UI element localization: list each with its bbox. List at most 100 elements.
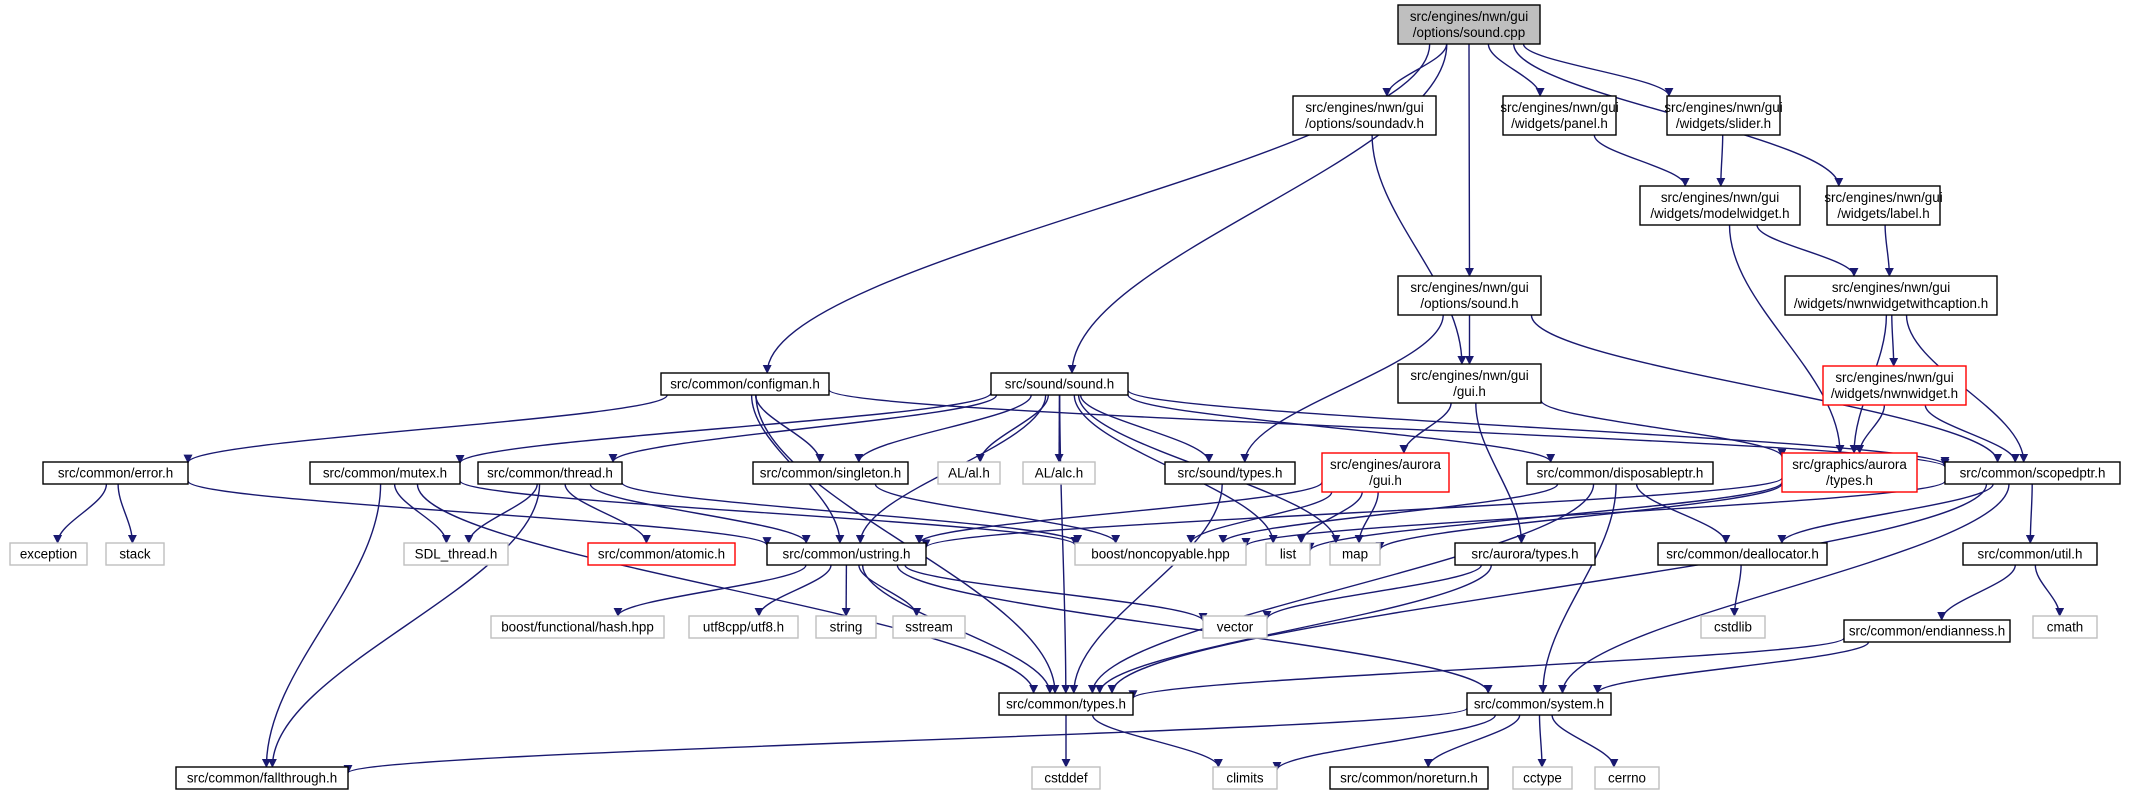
node-cmath[interactable]: cmath xyxy=(2032,615,2098,639)
node-dealloc[interactable]: src/common/deallocator.h xyxy=(1657,542,1828,566)
node-nwngui[interactable]: src/engines/nwn/gui/gui.h xyxy=(1397,363,1542,404)
node-label: climits xyxy=(1226,771,1263,786)
edge-atypes-to-ctypes xyxy=(1095,564,1492,694)
node-disposable[interactable]: src/common/disposableptr.h xyxy=(1526,461,1714,485)
node-box xyxy=(1031,766,1101,790)
edge-system-to-noreturn xyxy=(1423,714,1521,768)
node-utf8[interactable]: utf8cpp/utf8.h xyxy=(688,615,799,639)
node-nwnwidget[interactable]: src/engines/nwn/gui/widgets/nwnwidget.h xyxy=(1822,365,1967,406)
edge-auroragui-to-list xyxy=(1296,491,1363,544)
node-root[interactable]: src/engines/nwn/gui/options/sound.cpp xyxy=(1397,4,1541,45)
node-configman[interactable]: src/common/configman.h xyxy=(660,372,830,396)
edge-mutex-to-noncopy xyxy=(459,480,1080,546)
edge-root-to-soundh xyxy=(1067,43,1448,374)
node-fallthrough[interactable]: src/common/fallthrough.h xyxy=(175,766,349,790)
node-label: src/common/util.h xyxy=(1978,547,2083,562)
edge-modelwidget-to-gtypes xyxy=(1728,224,1845,454)
node-label: src/engines/nwn/gui xyxy=(1410,280,1528,295)
node-label: string xyxy=(830,620,863,635)
node-noncopy[interactable]: boost/noncopyable.hpp xyxy=(1074,542,1247,566)
node-soundh[interactable]: src/sound/sound.h xyxy=(990,372,1129,396)
node-label: src/common/singleton.h xyxy=(760,466,901,481)
node-auroragui[interactable]: src/engines/aurora/gui.h xyxy=(1321,452,1450,493)
node-label[interactable]: src/engines/nwn/gui/widgets/label.h xyxy=(1824,185,1943,226)
node-map[interactable]: map xyxy=(1329,542,1381,566)
node-ctypes[interactable]: src/common/types.h xyxy=(998,692,1134,716)
node-singleton[interactable]: src/common/singleton.h xyxy=(752,461,909,485)
node-mutex[interactable]: src/common/mutex.h xyxy=(309,461,461,485)
node-sstream[interactable]: sstream xyxy=(892,615,966,639)
node-box xyxy=(990,372,1129,396)
node-cstddef[interactable]: cstddef xyxy=(1031,766,1101,790)
node-stack[interactable]: stack xyxy=(105,542,165,566)
node-string[interactable]: string xyxy=(815,615,877,639)
node-box xyxy=(1666,95,1781,136)
node-label: cstddef xyxy=(1044,771,1087,786)
node-box xyxy=(1594,766,1660,790)
node-system[interactable]: src/common/system.h xyxy=(1466,692,1612,716)
node-label: cstdlib xyxy=(1714,620,1752,635)
edge-nwngui-to-atypes xyxy=(1475,402,1526,544)
node-atomic[interactable]: src/common/atomic.h xyxy=(587,542,736,566)
node-stypes[interactable]: src/sound/types.h xyxy=(1164,461,1296,485)
node-util[interactable]: src/common/util.h xyxy=(1962,542,2098,566)
node-cerrno[interactable]: cerrno xyxy=(1594,766,1660,790)
node-slider[interactable]: src/engines/nwn/gui/widgets/slider.h xyxy=(1664,95,1783,136)
edge-endian-to-system xyxy=(1593,641,1870,694)
node-ustring[interactable]: src/common/ustring.h xyxy=(766,542,927,566)
node-label: /widgets/nwnwidget.h xyxy=(1831,386,1958,401)
node-label: src/common/configman.h xyxy=(670,377,820,392)
edge-system-to-cerrno xyxy=(1551,714,1619,768)
node-label: src/aurora/types.h xyxy=(1471,547,1578,562)
node-optsound[interactable]: src/engines/nwn/gui/options/sound.h xyxy=(1397,275,1542,316)
node-alc[interactable]: AL/alc.h xyxy=(1022,461,1096,485)
node-box xyxy=(1397,275,1542,316)
node-hash[interactable]: boost/functional/hash.hpp xyxy=(490,615,665,639)
edge-label-to-nwnwwc xyxy=(1884,224,1894,277)
node-noreturn[interactable]: src/common/noreturn.h xyxy=(1329,766,1489,790)
node-al[interactable]: AL/al.h xyxy=(937,461,1001,485)
node-box xyxy=(1962,542,2098,566)
node-box xyxy=(105,542,165,566)
node-cstdlib[interactable]: cstdlib xyxy=(1700,615,1766,639)
edge-optsound-to-stypes xyxy=(1240,314,1444,463)
edge-gtypes-to-map xyxy=(1375,482,1783,551)
node-scopedptr[interactable]: src/common/scopedptr.h xyxy=(1944,461,2121,485)
node-nwnwwc[interactable]: src/engines/nwn/gui/widgets/nwnwidgetwit… xyxy=(1784,275,1998,316)
edge-thread-to-noncopy xyxy=(621,481,1082,544)
node-box xyxy=(815,615,877,639)
node-label: src/common/system.h xyxy=(1474,697,1604,712)
node-error[interactable]: src/common/error.h xyxy=(42,461,189,485)
edge-disposable-to-dealloc xyxy=(1635,483,1731,544)
edge-nwnwwc-to-nwnwidget xyxy=(1889,314,1899,367)
node-gtypes[interactable]: src/graphics/aurora/types.h xyxy=(1781,452,1918,493)
node-soundadv[interactable]: src/engines/nwn/gui/options/soundadv.h xyxy=(1292,95,1437,136)
node-cctype[interactable]: cctype xyxy=(1512,766,1573,790)
node-climits[interactable]: climits xyxy=(1212,766,1278,790)
edge-optsound-to-scopedptr xyxy=(1530,314,2003,463)
node-endian[interactable]: src/common/endianness.h xyxy=(1843,619,2011,643)
node-label: src/engines/nwn/gui xyxy=(1410,368,1528,383)
node-label: src/engines/nwn/gui xyxy=(1305,100,1423,115)
edge-disposable-to-noncopy xyxy=(1218,483,1559,544)
node-modelwidget[interactable]: src/engines/nwn/gui/widgets/modelwidget.… xyxy=(1639,185,1801,226)
node-exception[interactable]: exception xyxy=(9,542,88,566)
node-label: map xyxy=(1342,547,1368,562)
node-panel[interactable]: src/engines/nwn/gui/widgets/panel.h xyxy=(1500,95,1619,136)
node-box xyxy=(892,615,966,639)
edge-slider-to-modelwidget xyxy=(1716,134,1726,187)
node-thread[interactable]: src/common/thread.h xyxy=(477,461,623,485)
edge-ctypes-to-climits xyxy=(1091,714,1223,768)
node-label: src/common/atomic.h xyxy=(598,547,725,562)
edge-thread-to-ustring xyxy=(589,483,811,544)
edge-ustring-to-vector xyxy=(904,564,1208,622)
node-atypes[interactable]: src/aurora/types.h xyxy=(1454,542,1596,566)
edge-thread-to-sdlthread xyxy=(464,483,538,544)
node-label: sstream xyxy=(905,620,953,635)
node-sdlthread[interactable]: SDL_thread.h xyxy=(403,542,509,566)
edge-system-to-fallthrough xyxy=(343,707,1468,774)
node-vector[interactable]: vector xyxy=(1202,615,1268,639)
node-list[interactable]: list xyxy=(1265,542,1311,566)
edge-panel-to-modelwidget xyxy=(1593,134,1690,187)
